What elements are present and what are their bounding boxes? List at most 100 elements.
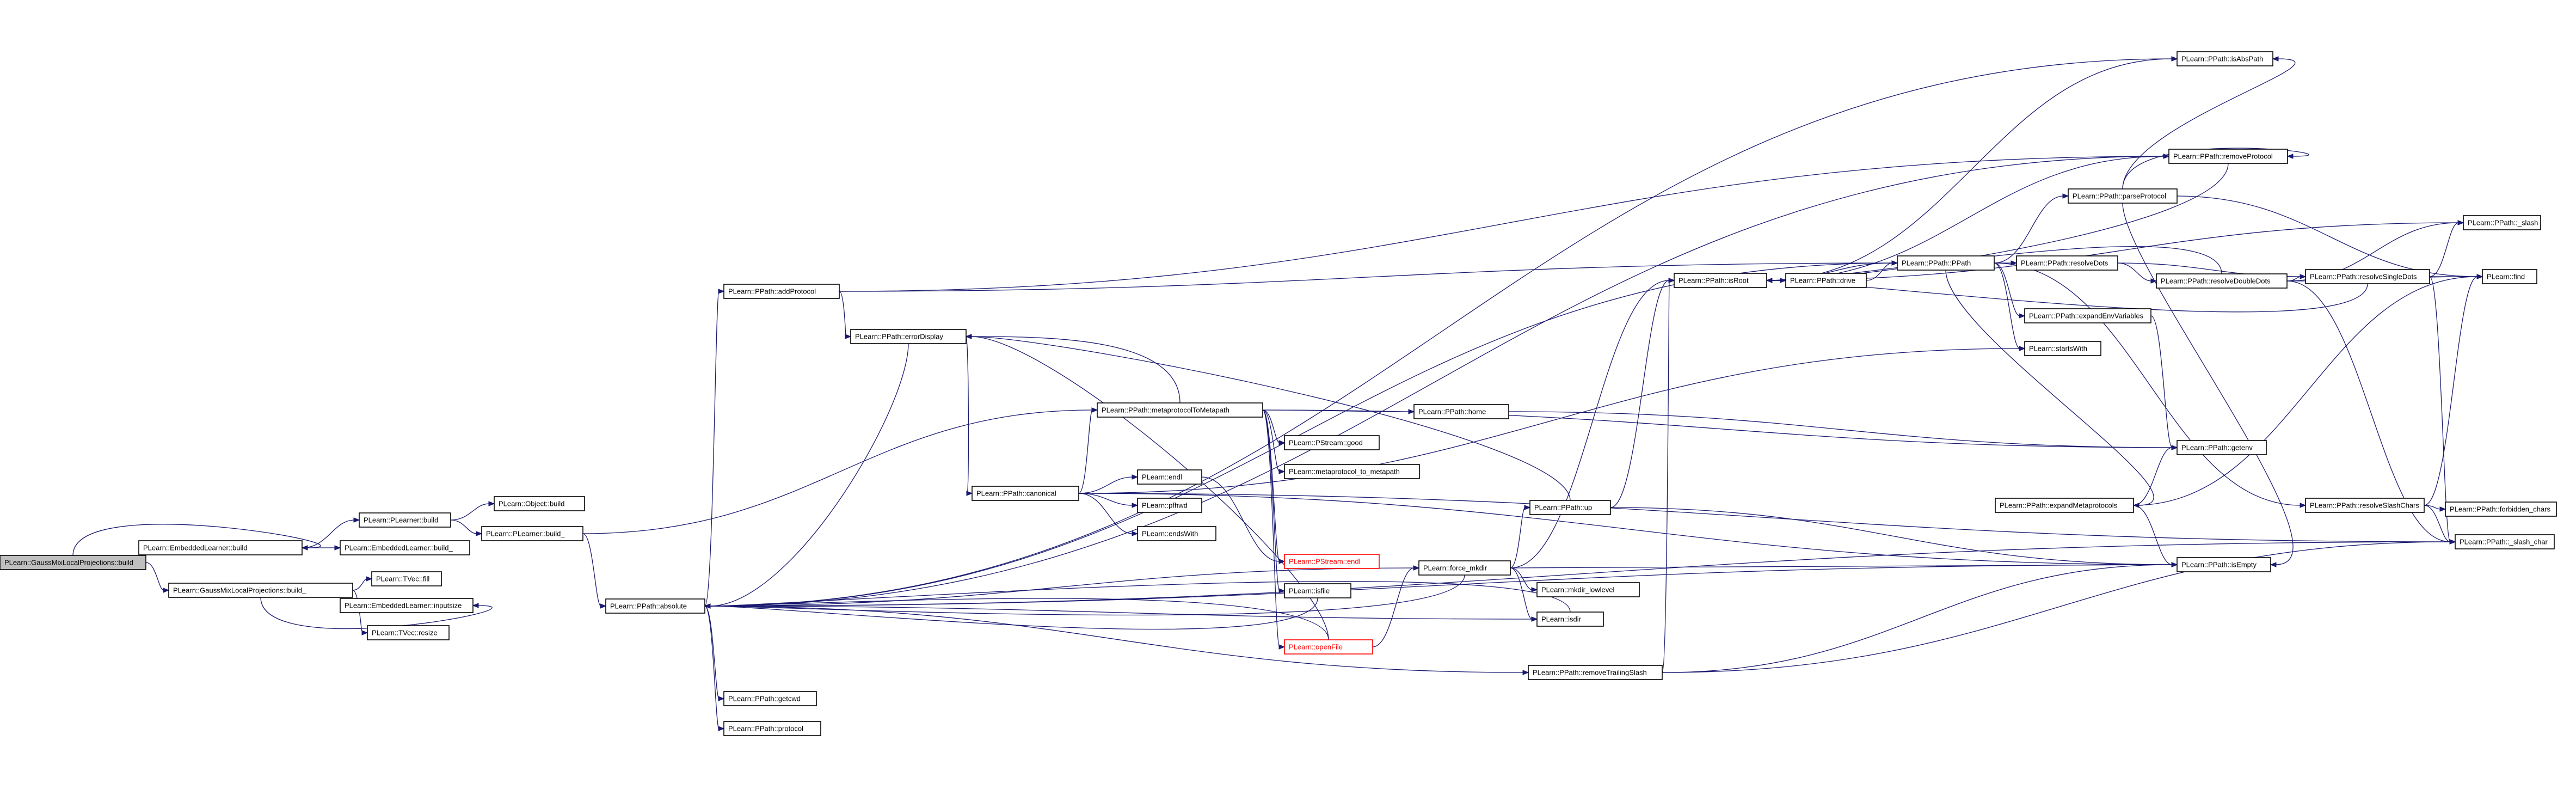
node-box[interactable] <box>2177 440 2267 455</box>
node-isdir[interactable]: PLearn::isdir <box>1536 612 1604 627</box>
node-endswith[interactable]: PLearn::endsWith <box>1137 526 1216 541</box>
node-ppath_addprotocol[interactable]: PLearn::PPath::addProtocol <box>723 284 840 299</box>
node-box[interactable] <box>1529 500 1611 515</box>
node-tvec_fill[interactable]: PLearn::TVec::fill <box>371 571 442 586</box>
node-box[interactable] <box>340 540 470 555</box>
node-ppath_removeprotocol[interactable]: PLearn::PPath::removeProtocol <box>2168 149 2288 164</box>
node-ppath_resolveslash[interactable]: PLearn::PPath::resolveSlashChars <box>2305 498 2425 513</box>
node-ppath_canonical[interactable]: PLearn::PPath::canonical <box>972 486 1079 501</box>
node-ppath_parseprotocol[interactable]: PLearn::PPath::parseProtocol <box>2068 188 2178 204</box>
node-box[interactable] <box>972 486 1079 501</box>
node-box[interactable] <box>2016 255 2118 271</box>
node-gmlp_build_[interactable]: PLearn::GaussMixLocalProjections::build_ <box>168 583 353 598</box>
node-box[interactable] <box>1536 612 1604 627</box>
node-startswith[interactable]: PLearn::startsWith <box>2024 341 2101 356</box>
node-box[interactable] <box>340 598 474 613</box>
node-ppath_isabspath[interactable]: PLearn::PPath::isAbsPath <box>2177 51 2273 66</box>
node-ppath_slash_char[interactable]: PLearn::PPath::_slash_char <box>2455 534 2555 549</box>
node-box[interactable] <box>1137 526 1216 541</box>
node-box[interactable] <box>1137 498 1202 513</box>
node-box[interactable] <box>1528 665 1663 680</box>
node-box[interactable] <box>481 526 583 541</box>
node-force_mkdir[interactable]: PLearn::force_mkdir <box>1418 560 1511 576</box>
node-box[interactable] <box>2305 269 2430 284</box>
node-box[interactable] <box>2168 149 2288 164</box>
node-box[interactable] <box>2068 188 2178 204</box>
node-ppath_expandenv[interactable]: PLearn::PPath::expandEnvVariables <box>2024 308 2151 323</box>
node-box[interactable] <box>2177 557 2271 572</box>
node-box[interactable] <box>2463 215 2541 230</box>
node-el_build[interactable]: PLearn::EmbeddedLearner::build <box>138 540 303 555</box>
node-box[interactable] <box>1674 273 1767 288</box>
node-ppath_resolvesingledots[interactable]: PLearn::PPath::resolveSingleDots <box>2305 269 2430 284</box>
node-pfhwd[interactable]: PLearn::pfhwd <box>1137 498 1202 513</box>
node-ppath_home[interactable]: PLearn::PPath::home <box>1413 404 1509 419</box>
node-pl_build_[interactable]: PLearn::PLearner::build_ <box>481 526 583 541</box>
node-box[interactable] <box>367 625 450 640</box>
node-box[interactable] <box>723 691 817 706</box>
node-box[interactable] <box>850 329 967 344</box>
node-gmlp_build[interactable]: PLearn::GaussMixLocalProjections::build <box>0 555 146 570</box>
node-box[interactable] <box>605 598 705 614</box>
node-box[interactable] <box>2177 51 2273 66</box>
node-box[interactable] <box>1284 583 1351 598</box>
node-pl_build[interactable]: PLearn::PLearner::build <box>359 512 451 528</box>
node-box[interactable] <box>1284 435 1380 450</box>
node-ppath_resolvedots[interactable]: PLearn::PPath::resolveDots <box>2016 255 2118 271</box>
node-box[interactable] <box>1284 639 1373 655</box>
node-ppath_getcwd[interactable]: PLearn::PPath::getcwd <box>723 691 817 706</box>
node-obj_build[interactable]: PLearn::Object::build <box>494 496 585 511</box>
node-isfile[interactable]: PLearn::isfile <box>1284 583 1351 598</box>
node-ppath_errordisplay[interactable]: PLearn::PPath::errorDisplay <box>850 329 967 344</box>
node-ppath_getenv[interactable]: PLearn::PPath::getenv <box>2177 440 2267 455</box>
node-box[interactable] <box>0 555 146 570</box>
node-box[interactable] <box>1413 404 1509 419</box>
node-box[interactable] <box>2024 308 2151 323</box>
node-box[interactable] <box>723 721 821 736</box>
node-ppath_resolvedoubledots[interactable]: PLearn::PPath::resolveDoubleDots <box>2156 273 2288 289</box>
node-pstream_good[interactable]: PLearn::PStream::good <box>1284 435 1380 450</box>
node-tvec_resize[interactable]: PLearn::TVec::resize <box>367 625 450 640</box>
node-box[interactable] <box>2455 534 2555 549</box>
node-box[interactable] <box>371 571 442 586</box>
node-box[interactable] <box>359 512 451 528</box>
node-box[interactable] <box>1995 498 2134 513</box>
node-box[interactable] <box>168 583 353 598</box>
node-ppath_expandmeta[interactable]: PLearn::PPath::expandMetaprotocols <box>1995 498 2134 513</box>
node-openfile[interactable]: PLearn::openFile <box>1284 639 1373 655</box>
node-metaproto_to_metapath[interactable]: PLearn::metaprotocol_to_metapath <box>1284 464 1420 479</box>
node-el_build_[interactable]: PLearn::EmbeddedLearner::build_ <box>340 540 470 555</box>
node-find[interactable]: PLearn::find <box>2482 269 2537 284</box>
node-ppath_up[interactable]: PLearn::PPath::up <box>1529 500 1611 515</box>
node-ppath_forbidden[interactable]: PLearn::PPath::forbidden_chars <box>2445 502 2557 517</box>
node-box[interactable] <box>1137 469 1202 485</box>
node-box[interactable] <box>1785 273 1867 288</box>
node-ppath_isempty[interactable]: PLearn::PPath::isEmpty <box>2177 557 2271 572</box>
node-box[interactable] <box>1097 402 1263 418</box>
node-ppath_slash[interactable]: PLearn::PPath::_slash <box>2463 215 2541 230</box>
node-box[interactable] <box>2305 498 2425 513</box>
node-mkdir_lowlevel[interactable]: PLearn::mkdir_lowlevel <box>1536 582 1640 597</box>
node-box[interactable] <box>138 540 303 555</box>
node-box[interactable] <box>1284 464 1420 479</box>
node-box[interactable] <box>2482 269 2537 284</box>
node-box[interactable] <box>2445 502 2557 517</box>
node-ppath_protocol[interactable]: PLearn::PPath::protocol <box>723 721 821 736</box>
node-box[interactable] <box>2024 341 2101 356</box>
node-box[interactable] <box>2156 273 2288 289</box>
node-box[interactable] <box>723 284 840 299</box>
node-endl[interactable]: PLearn::endl <box>1137 469 1202 485</box>
node-pstream_endl[interactable]: PLearn::PStream::endl <box>1284 554 1380 569</box>
node-ppath_absolute[interactable]: PLearn::PPath::absolute <box>605 598 705 614</box>
node-ppath_metaproto[interactable]: PLearn::PPath::metaprotocolToMetapath <box>1097 402 1263 418</box>
node-ppath_isroot[interactable]: PLearn::PPath::isRoot <box>1674 273 1767 288</box>
node-box[interactable] <box>1418 560 1511 576</box>
node-box[interactable] <box>1284 554 1380 569</box>
node-el_inputsize[interactable]: PLearn::EmbeddedLearner::inputsize <box>340 598 474 613</box>
node-ppath_drive[interactable]: PLearn::PPath::drive <box>1785 273 1867 288</box>
node-ppath_removetrailing[interactable]: PLearn::PPath::removeTrailingSlash <box>1528 665 1663 680</box>
node-box[interactable] <box>494 496 585 511</box>
node-box[interactable] <box>1536 582 1640 597</box>
node-box[interactable] <box>1897 255 1995 271</box>
node-ppath_ppath[interactable]: PLearn::PPath::PPath <box>1897 255 1995 271</box>
